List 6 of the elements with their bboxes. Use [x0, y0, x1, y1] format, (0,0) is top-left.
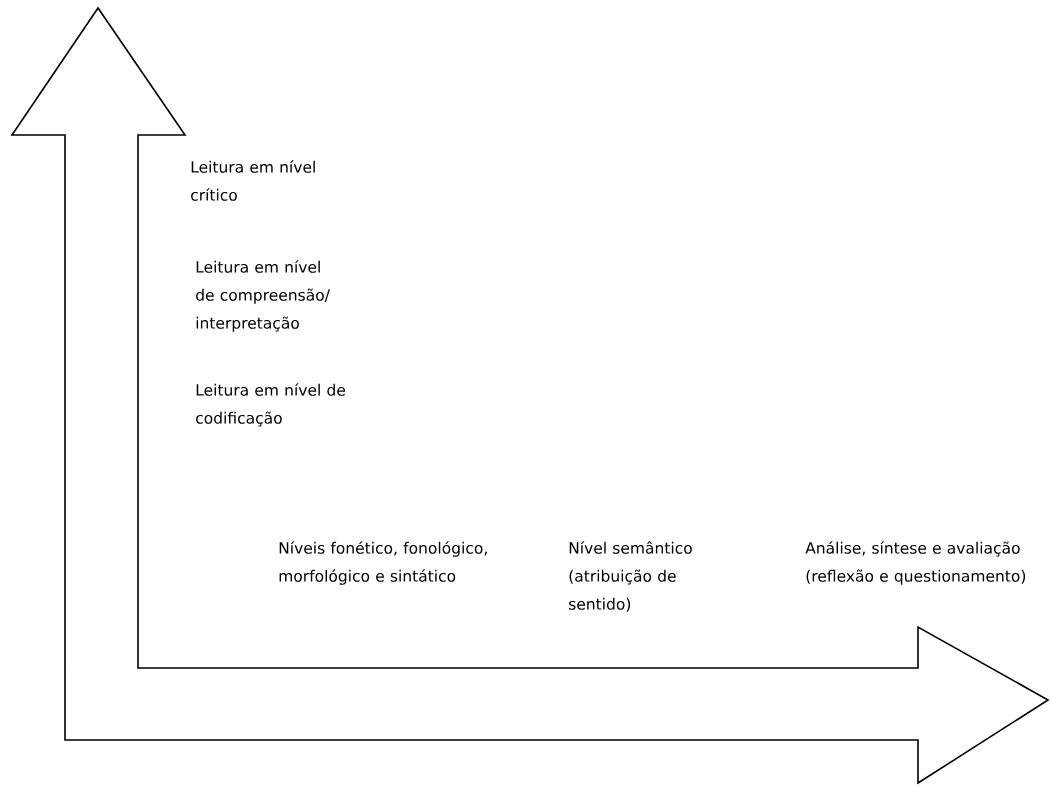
- axis-label: Leitura em nível de compreensão/ interpretação: [196, 260, 330, 332]
- axis-label: Análise, síntese e avaliação (reflexão e questionamento): [805, 541, 1026, 585]
- axis-label: Leitura em nível de codificação: [196, 383, 345, 427]
- axis-label: Níveis fonético, fonológico, morfológico e sintático: [279, 541, 487, 585]
- axis-label: Nível semântico (atribuição de sentido): [569, 541, 692, 612]
- axis-label: Leitura em nível crítico: [191, 160, 315, 201]
